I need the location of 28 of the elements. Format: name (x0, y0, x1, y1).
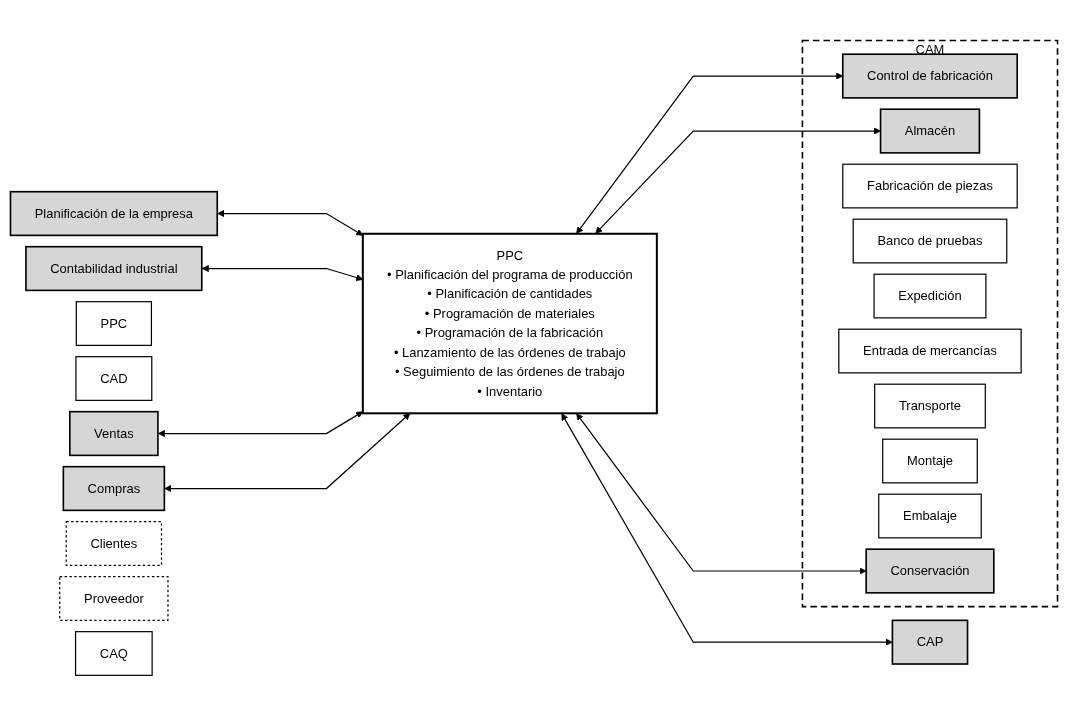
node-box: Entrada de mercancías (837, 328, 1022, 374)
node-box: Banco de pruebas (852, 218, 1007, 264)
node-box: Compras (62, 465, 165, 511)
arrow (157, 410, 363, 437)
node-box: Proveedor (58, 575, 169, 621)
node-box: PPC (75, 300, 152, 346)
node-box: Transporte (873, 383, 986, 429)
arrow (163, 412, 410, 492)
arrow (201, 264, 363, 281)
node-box: PPC • Planificación del programa de producción • Planificación de cantidades • Programación de materiales • Programación de la fabricación • Lanzamiento de las órdenes de trabajo • Seguimiento de las órdenes de trabajo • Inventario (361, 232, 658, 414)
arrow (575, 412, 866, 575)
node-box: CAQ (74, 630, 153, 676)
arrow (594, 127, 881, 234)
arrow (216, 209, 363, 236)
node-box: Expedición (872, 273, 986, 319)
node-box: Almacén (879, 108, 980, 154)
node-box: Planificación de la empresa (9, 190, 218, 236)
node-box: Clientes (65, 520, 162, 566)
node-box: Embalaje (877, 493, 982, 539)
node-box: CAP (891, 619, 968, 665)
node-box: Control de fabricación (841, 53, 1018, 99)
node-box: Montaje (881, 438, 978, 484)
arrow (575, 72, 843, 234)
node-box: CAD (74, 355, 152, 401)
node-box: Conservación (864, 547, 995, 594)
node-box: Fabricación de piezas (841, 163, 1018, 209)
node-box: Contabilidad industrial (24, 245, 203, 291)
node-box: Ventas (68, 410, 159, 456)
